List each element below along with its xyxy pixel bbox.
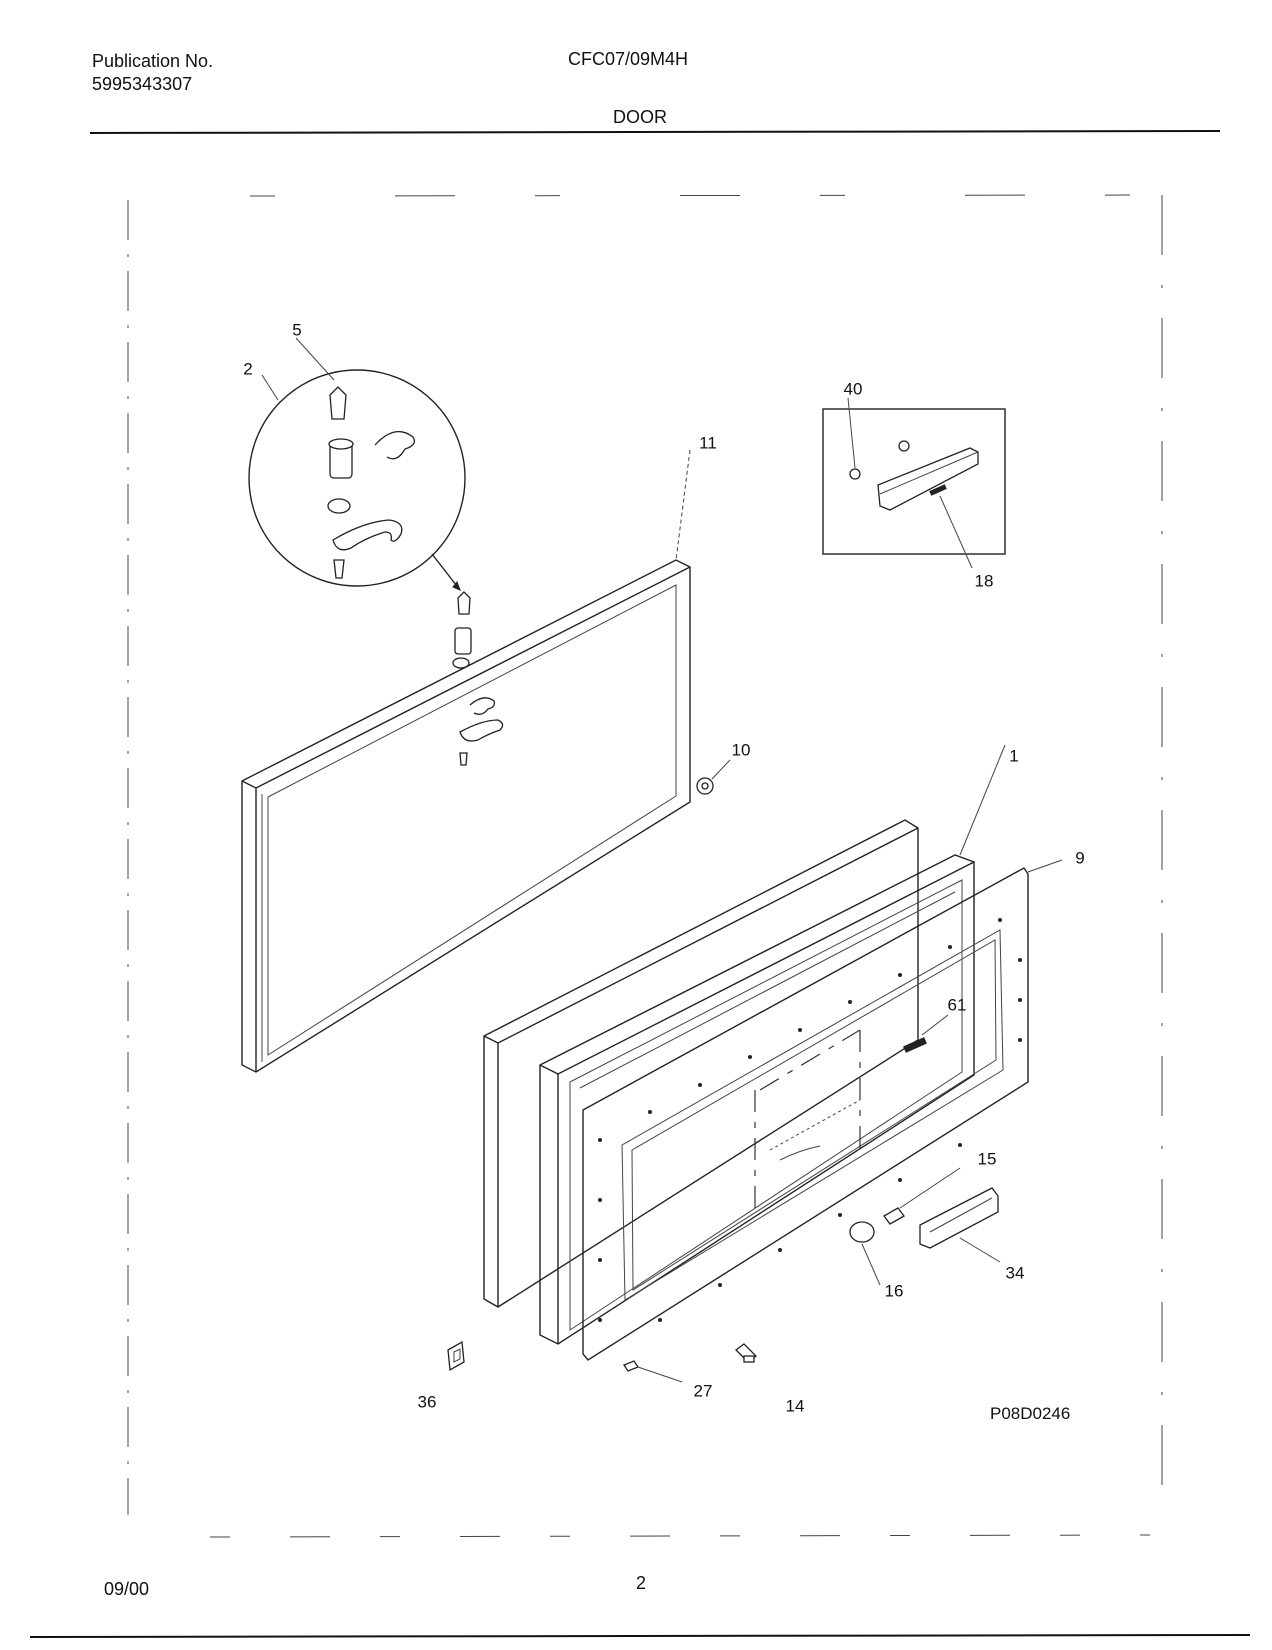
- thermostat-parts: [849, 1167, 1001, 1286]
- footer-rule: [29, 1634, 1251, 1638]
- diagram-frame: [127, 194, 1163, 1538]
- callout-61: 61: [947, 995, 967, 1015]
- part-36: [447, 1340, 465, 1372]
- door-gasket: [539, 744, 1006, 1345]
- callout-27: 27: [693, 1381, 713, 1401]
- callout-5: 5: [292, 320, 302, 340]
- callout-1: 1: [1009, 746, 1019, 766]
- inner-door-liner: [582, 859, 1063, 1361]
- callout-9: 9: [1075, 848, 1085, 868]
- callout-36: 36: [417, 1392, 437, 1412]
- part-27: [623, 1360, 683, 1383]
- hinge-detail-inset: [248, 369, 466, 591]
- callout-11: 11: [699, 433, 717, 453]
- section-title: DOOR: [613, 107, 667, 127]
- hinge-parts: [452, 591, 504, 766]
- handle-detail-inset: [822, 397, 1006, 569]
- callout-10: 10: [731, 740, 751, 760]
- callout-18: 18: [974, 571, 994, 591]
- callout-14: 14: [785, 1396, 805, 1416]
- callout-15: 15: [977, 1149, 997, 1169]
- callout-40: 40: [843, 379, 863, 399]
- model-number: CFC07/09M4H: [568, 49, 689, 69]
- footer-date: 09/00: [104, 1579, 150, 1599]
- callout-2: 2: [243, 359, 253, 379]
- part-14: [735, 1343, 757, 1363]
- publication-label: Publication No.: [92, 51, 214, 71]
- header-rule: [89, 130, 1221, 134]
- publication-number: 5995343307: [92, 74, 193, 94]
- page-number: 2: [636, 1573, 647, 1593]
- part-10: [696, 759, 731, 795]
- callout-16: 16: [884, 1281, 904, 1301]
- drawing-id: P08D0246: [990, 1404, 1071, 1423]
- callout-34: 34: [1005, 1263, 1025, 1283]
- outer-door-panel: [241, 559, 691, 1073]
